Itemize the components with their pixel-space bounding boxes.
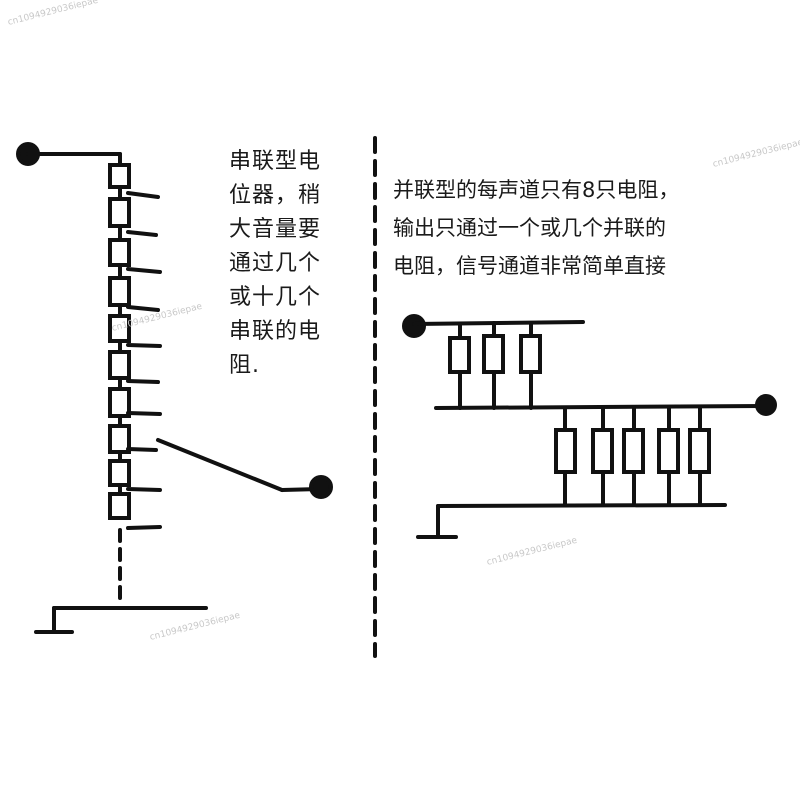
series-resistor [108,424,131,454]
series-resistor [108,276,131,307]
series-potentiometer-circuit [16,142,333,634]
middle-rail [434,404,768,410]
upper-resistor-bank [448,321,542,410]
series-type-caption: 串联型电 位器，稍 大音量要 通过几个 或十几个 串联的电 阻. [229,149,322,378]
parallel-resistor [448,336,471,374]
top-rail [412,320,585,326]
input-terminal [402,314,426,338]
parallel-potentiometer-circuit [402,314,777,539]
output-terminal [309,475,333,499]
parallel-resistor [657,428,680,474]
parallel-resistor [688,428,711,474]
series-resistor-chain [108,163,131,520]
tap-contacts [126,191,162,530]
lower-resistor-bank [554,406,711,507]
parallel-resistor [482,334,505,374]
series-resistor [108,163,131,189]
series-resistor [108,197,131,228]
parallel-resistor [519,334,542,374]
series-resistor [108,387,131,418]
series-resistor [108,238,131,267]
parallel-resistor [554,428,577,474]
wiper-arm [156,438,284,492]
series-resistor [108,492,131,520]
output-terminal [755,394,777,416]
bottom-rail [436,503,727,508]
parallel-resistor [622,428,645,474]
series-resistor [108,350,131,380]
parallel-resistor [591,428,614,474]
series-resistor [108,459,131,487]
parallel-type-caption: 并联型的每声道只有8只电阻， 输出只通过一个或几个并联的 电阻，信号通道非常简单… [393,178,680,278]
